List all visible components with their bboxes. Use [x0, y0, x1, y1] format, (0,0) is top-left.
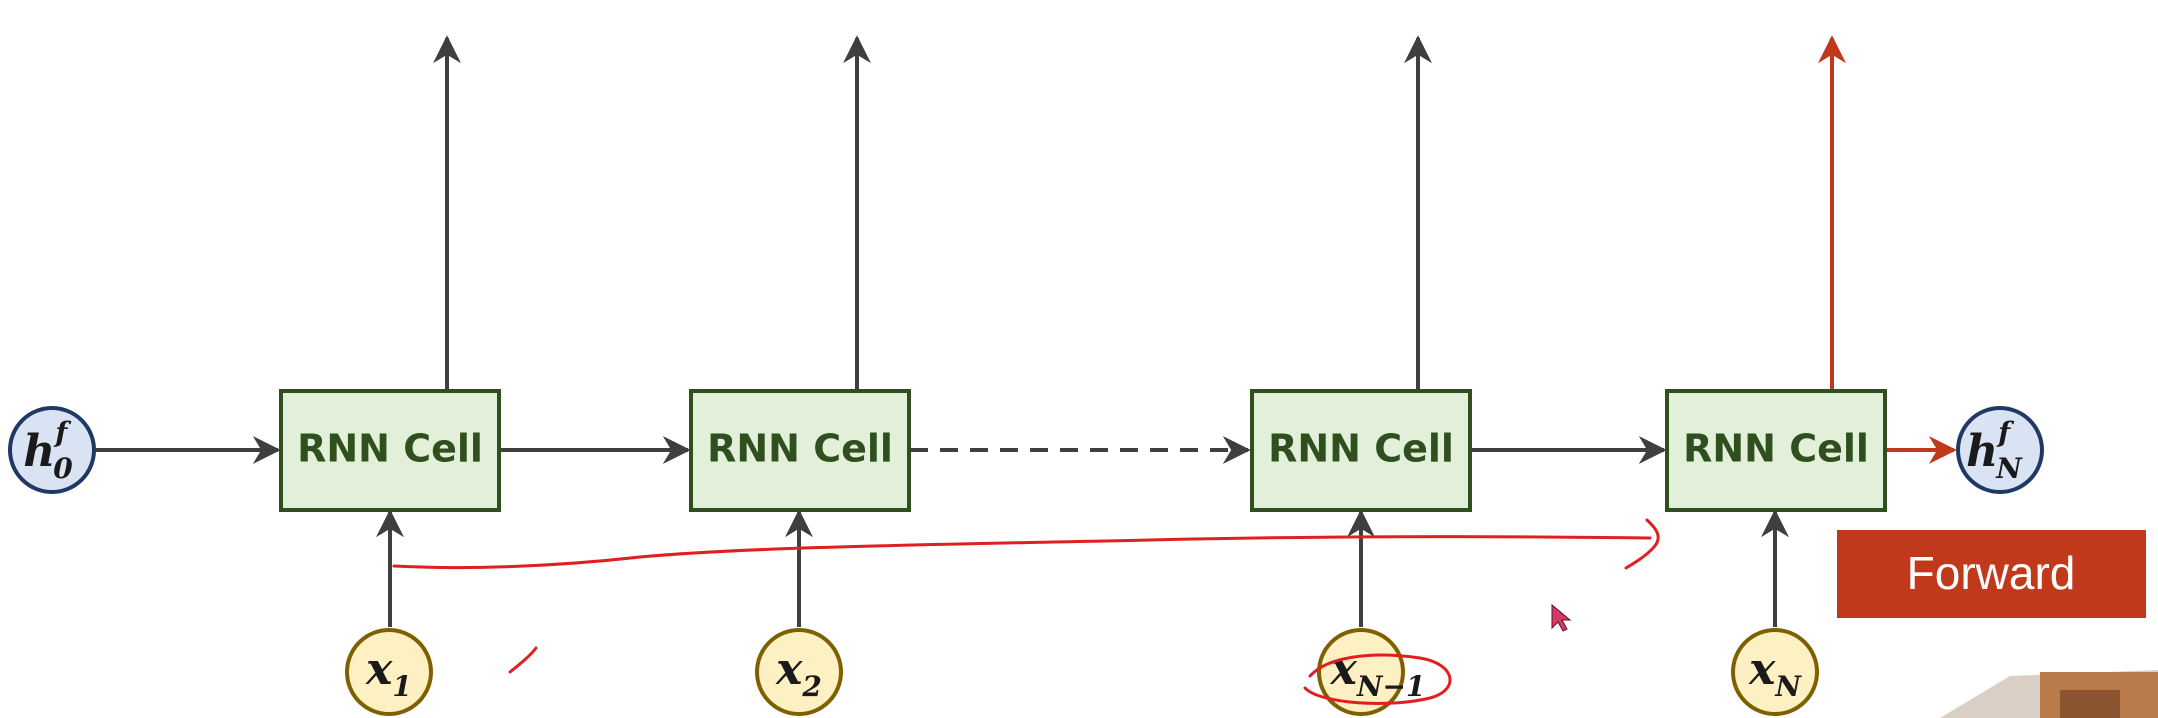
webcam-thumbnail [1940, 670, 2158, 718]
rnn-cell-4: RNN Cell [1665, 389, 1887, 512]
input-node-1: x1 [345, 628, 433, 716]
input-3-sub: N−1 [1356, 670, 1426, 703]
input-1-sub: 1 [392, 670, 411, 703]
input-node-4: xN [1731, 628, 1819, 716]
h0-sub: 0 [53, 452, 73, 485]
rnn-cell-1: RNN Cell [279, 389, 501, 512]
mouse-pointer-icon [1551, 603, 1572, 632]
svg-text:x1: x1 [365, 644, 412, 703]
rnn-cell-3-label: RNN Cell [1268, 427, 1454, 471]
input-4-sub: N [1774, 670, 1802, 703]
input-4-main: x [1748, 644, 1776, 695]
annotation-arrowhead-stroke [1624, 518, 1660, 570]
h0-main: h [23, 426, 55, 477]
annotation-tick-stroke [508, 646, 538, 674]
input-node-3: xN−1 [1317, 628, 1426, 716]
rnn-cell-3: RNN Cell [1250, 389, 1472, 512]
input-1-main: x [365, 644, 393, 695]
input-3-main: x [1330, 644, 1358, 695]
annotation-circle-stroke [1303, 653, 1452, 705]
svg-text:xN−1: xN−1 [1330, 644, 1426, 703]
input-2-main: x [775, 644, 803, 695]
hN-sub: N [1995, 452, 2023, 485]
hN-main: h [1966, 426, 1998, 477]
forward-button-label: Forward [1907, 547, 2076, 599]
rnn-cell-2: RNN Cell [689, 389, 911, 512]
svg-text:x2: x2 [775, 644, 822, 703]
input-2-sub: 2 [801, 670, 821, 703]
rnn-cell-2-label: RNN Cell [707, 427, 893, 471]
rnn-cell-4-label: RNN Cell [1683, 427, 1869, 471]
forward-button[interactable]: Forward [1837, 530, 2146, 618]
input-node-2: x2 [755, 628, 843, 716]
svg-text:xN: xN [1748, 644, 1802, 703]
annotation-arrow-stroke [392, 535, 1652, 570]
rnn-cell-1-label: RNN Cell [297, 427, 483, 471]
